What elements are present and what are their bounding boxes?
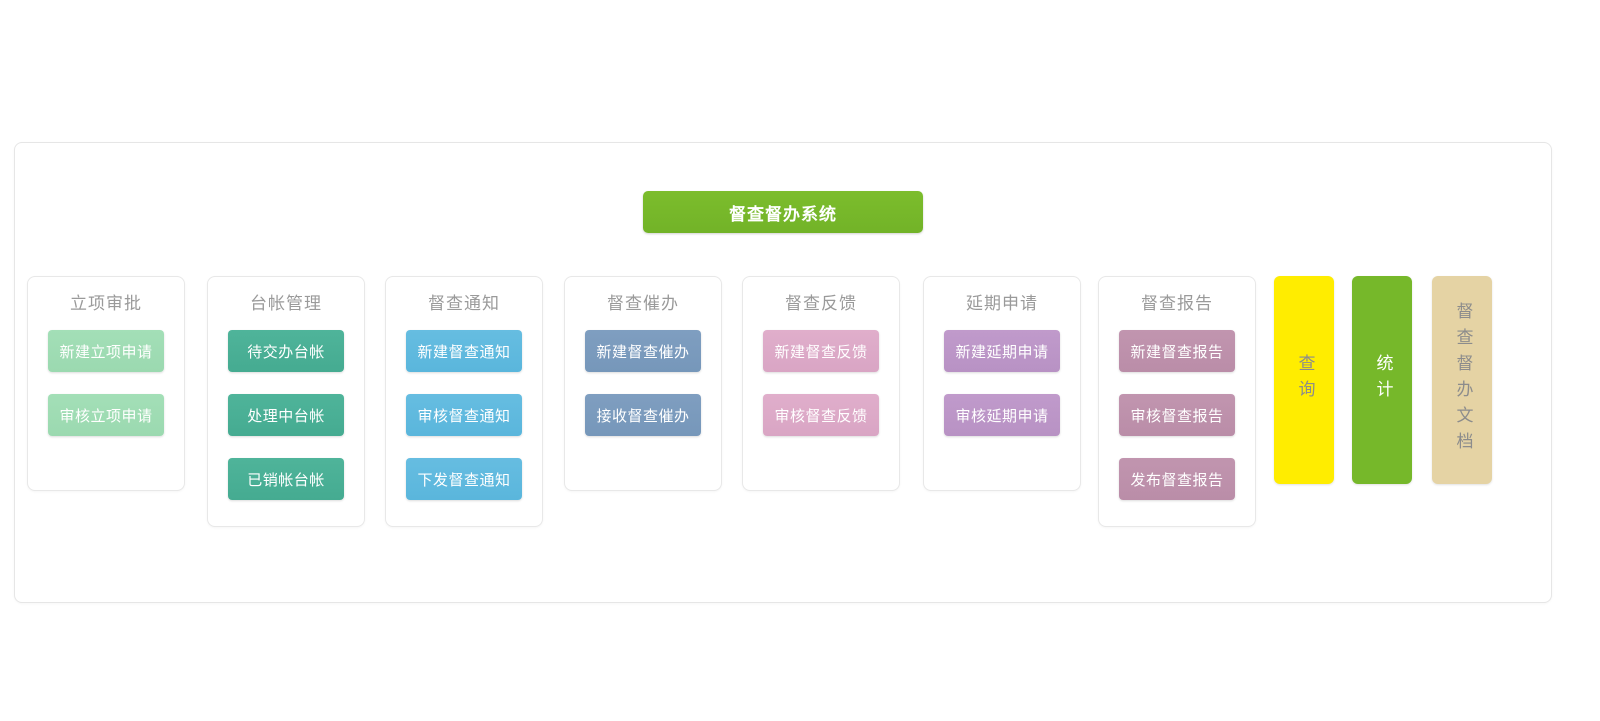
- action-button-extension-1[interactable]: 新建延期申请: [944, 330, 1060, 372]
- action-button-ledger-2[interactable]: 处理中台帐: [228, 394, 344, 436]
- action-button-notice-1[interactable]: 新建督查通知: [406, 330, 522, 372]
- action-button-report-3[interactable]: 发布督查报告: [1119, 458, 1235, 500]
- module-card-urge: 督查催办新建督查催办接收督查催办: [564, 276, 722, 491]
- module-card-approval: 立项审批新建立项申请审核立项申请: [27, 276, 185, 491]
- action-button-extension-2[interactable]: 审核延期申请: [944, 394, 1060, 436]
- system-title-button[interactable]: 督查督办系统: [643, 191, 923, 233]
- action-button-approval-1[interactable]: 新建立项申请: [48, 330, 164, 372]
- side-box-query[interactable]: 查询: [1274, 276, 1334, 484]
- action-button-feedback-1[interactable]: 新建督查反馈: [763, 330, 879, 372]
- side-box-statistics[interactable]: 统计: [1352, 276, 1412, 484]
- side-box-label-query: 查询: [1294, 354, 1315, 406]
- module-card-ledger: 台帐管理待交办台帐处理中台帐已销帐台帐: [207, 276, 365, 527]
- card-title-approval: 立项审批: [70, 294, 142, 314]
- module-card-feedback: 督查反馈新建督查反馈审核督查反馈: [742, 276, 900, 491]
- action-button-report-1[interactable]: 新建督查报告: [1119, 330, 1235, 372]
- card-title-notice: 督查通知: [428, 294, 500, 314]
- card-title-urge: 督查催办: [607, 294, 679, 314]
- card-title-feedback: 督查反馈: [785, 294, 857, 314]
- main-panel: 督查督办系统 立项审批新建立项申请审核立项申请台帐管理待交办台帐处理中台帐已销帐…: [14, 142, 1552, 603]
- module-card-report: 督查报告新建督查报告审核督查报告发布督查报告: [1098, 276, 1256, 527]
- action-button-report-2[interactable]: 审核督查报告: [1119, 394, 1235, 436]
- action-button-ledger-3[interactable]: 已销帐台帐: [228, 458, 344, 500]
- action-button-feedback-2[interactable]: 审核督查反馈: [763, 394, 879, 436]
- action-button-urge-1[interactable]: 新建督查催办: [585, 330, 701, 372]
- side-box-label-statistics: 统计: [1372, 354, 1393, 406]
- action-button-urge-2[interactable]: 接收督查催办: [585, 394, 701, 436]
- action-button-notice-2[interactable]: 审核督查通知: [406, 394, 522, 436]
- module-card-notice: 督查通知新建督查通知审核督查通知下发督查通知: [385, 276, 543, 527]
- action-button-ledger-1[interactable]: 待交办台帐: [228, 330, 344, 372]
- action-button-approval-2[interactable]: 审核立项申请: [48, 394, 164, 436]
- side-box-documents[interactable]: 督查督办文档: [1432, 276, 1492, 484]
- action-button-notice-3[interactable]: 下发督查通知: [406, 458, 522, 500]
- card-title-report: 督查报告: [1141, 294, 1213, 314]
- module-card-extension: 延期申请新建延期申请审核延期申请: [923, 276, 1081, 491]
- module-cards-row: 立项审批新建立项申请审核立项申请台帐管理待交办台帐处理中台帐已销帐台帐督查通知新…: [15, 276, 1553, 576]
- card-title-ledger: 台帐管理: [250, 294, 322, 314]
- card-title-extension: 延期申请: [966, 294, 1038, 314]
- side-box-label-documents: 督查督办文档: [1452, 302, 1473, 458]
